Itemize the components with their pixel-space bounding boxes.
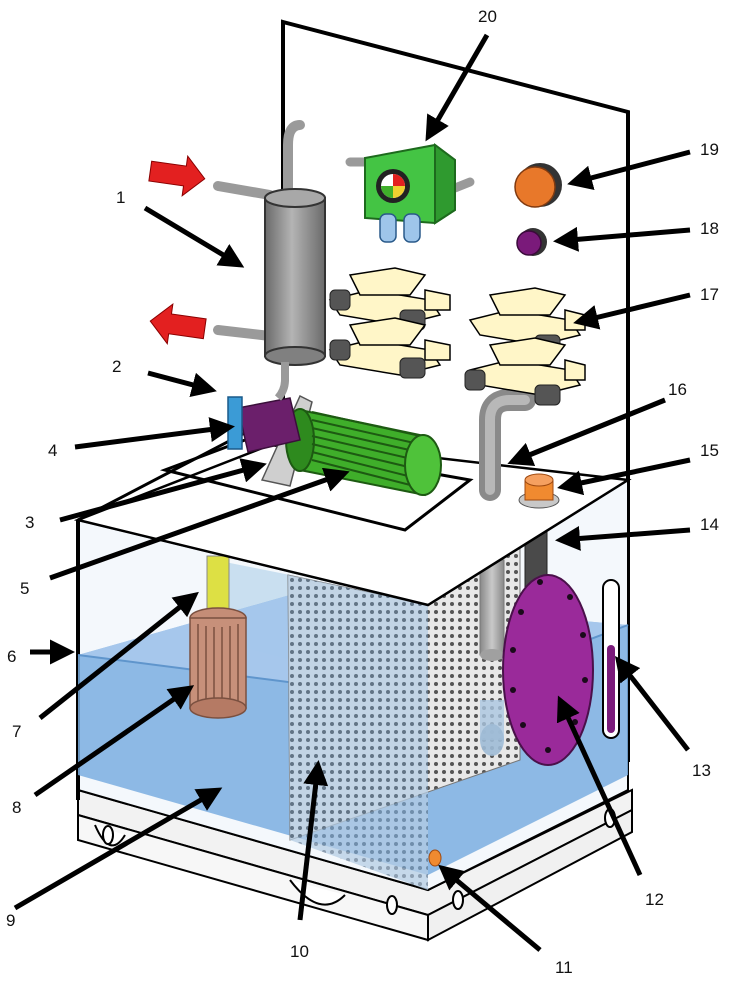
directional-valve-stack-right (464, 287, 586, 406)
label-13: 13 (692, 761, 711, 780)
label-15: 15 (700, 441, 719, 460)
sight-level-gauge (602, 579, 620, 739)
oil-inlet-arrow (148, 154, 206, 197)
label-17: 17 (700, 285, 719, 304)
drain-plug (428, 849, 442, 867)
directional-valve-stack-left (328, 267, 451, 379)
suction-line (206, 555, 230, 615)
pressure-line (479, 389, 536, 501)
label-11: 11 (555, 958, 573, 977)
leader-arrows (13, 33, 691, 952)
label-1: 1 (116, 188, 125, 207)
label-3: 3 (25, 513, 34, 532)
label-7: 7 (12, 722, 21, 741)
label-12: 12 (645, 890, 664, 909)
label-4: 4 (48, 441, 57, 460)
label-6: 6 (7, 647, 16, 666)
pressure-manifold (345, 143, 475, 243)
label-8: 8 (12, 798, 21, 817)
label-19: 19 (700, 140, 719, 159)
label-14: 14 (700, 515, 719, 534)
label-18: 18 (700, 219, 719, 238)
filler-breather-cap (518, 473, 560, 509)
label-10: 10 (290, 942, 309, 961)
return-filter (213, 120, 326, 401)
baffle-plate (287, 547, 521, 890)
label-20: 20 (478, 7, 497, 26)
hydraulic-pump (227, 396, 243, 450)
label-16: 16 (668, 380, 687, 399)
indicator-lamp-purple (516, 228, 547, 256)
return-line (479, 559, 505, 756)
callout-labels: 1 2 3 4 5 6 7 8 9 10 11 12 13 14 15 16 1… (6, 7, 719, 977)
indicator-lamp-orange (514, 163, 562, 208)
label-9: 9 (6, 911, 15, 930)
label-2: 2 (112, 357, 121, 376)
pump-coupling (237, 397, 301, 453)
inspection-cover (502, 574, 594, 766)
suction-strainer (189, 607, 247, 719)
oil-outlet-arrow (149, 302, 207, 345)
label-5: 5 (20, 579, 29, 598)
